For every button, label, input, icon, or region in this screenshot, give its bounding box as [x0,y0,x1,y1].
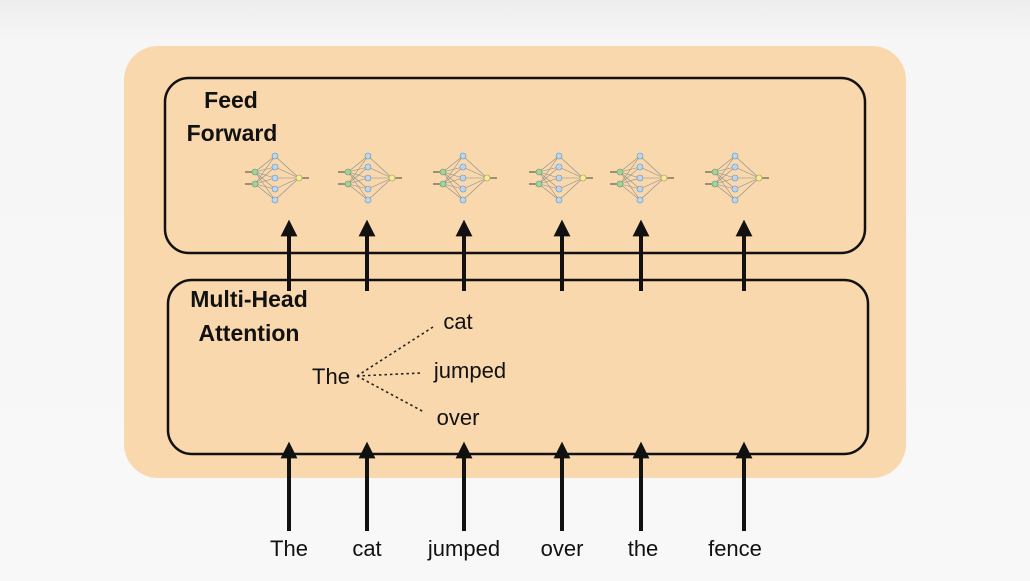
input-token: cat [352,536,381,561]
neural-network-icon [245,152,309,204]
feed-forward-title-line2: Forward [187,120,278,146]
feed-forward-networks [245,152,769,204]
input-token: fence [708,536,762,561]
transformer-layer-container [124,46,906,478]
input-token: The [270,536,308,561]
multi-head-attention-block [166,278,870,456]
input-tokens: The cat jumped over the fence [270,536,762,561]
attention-title-line2: Attention [199,320,300,346]
neural-network-icon [610,152,674,204]
attended-word-jumped: jumped [433,358,506,383]
neural-network-icon [529,152,593,204]
attention-link-over [356,375,425,413]
neural-network-icon [338,152,402,204]
input-token: jumped [427,536,500,561]
attended-word-over: over [437,405,480,430]
attention-link-cat [356,326,434,377]
attention-source-word: The [312,364,350,389]
token-to-attention-arrows [280,441,753,531]
neural-network-icon [433,152,497,204]
attended-word-cat: cat [443,309,472,334]
attention-to-feedforward-arrows [280,219,753,291]
attention-links [356,326,434,413]
neural-network-icon [705,152,769,204]
feed-forward-block [163,76,867,255]
feed-forward-title-line1: Feed [204,87,258,113]
input-token: the [628,536,659,561]
input-token: over [541,536,584,561]
